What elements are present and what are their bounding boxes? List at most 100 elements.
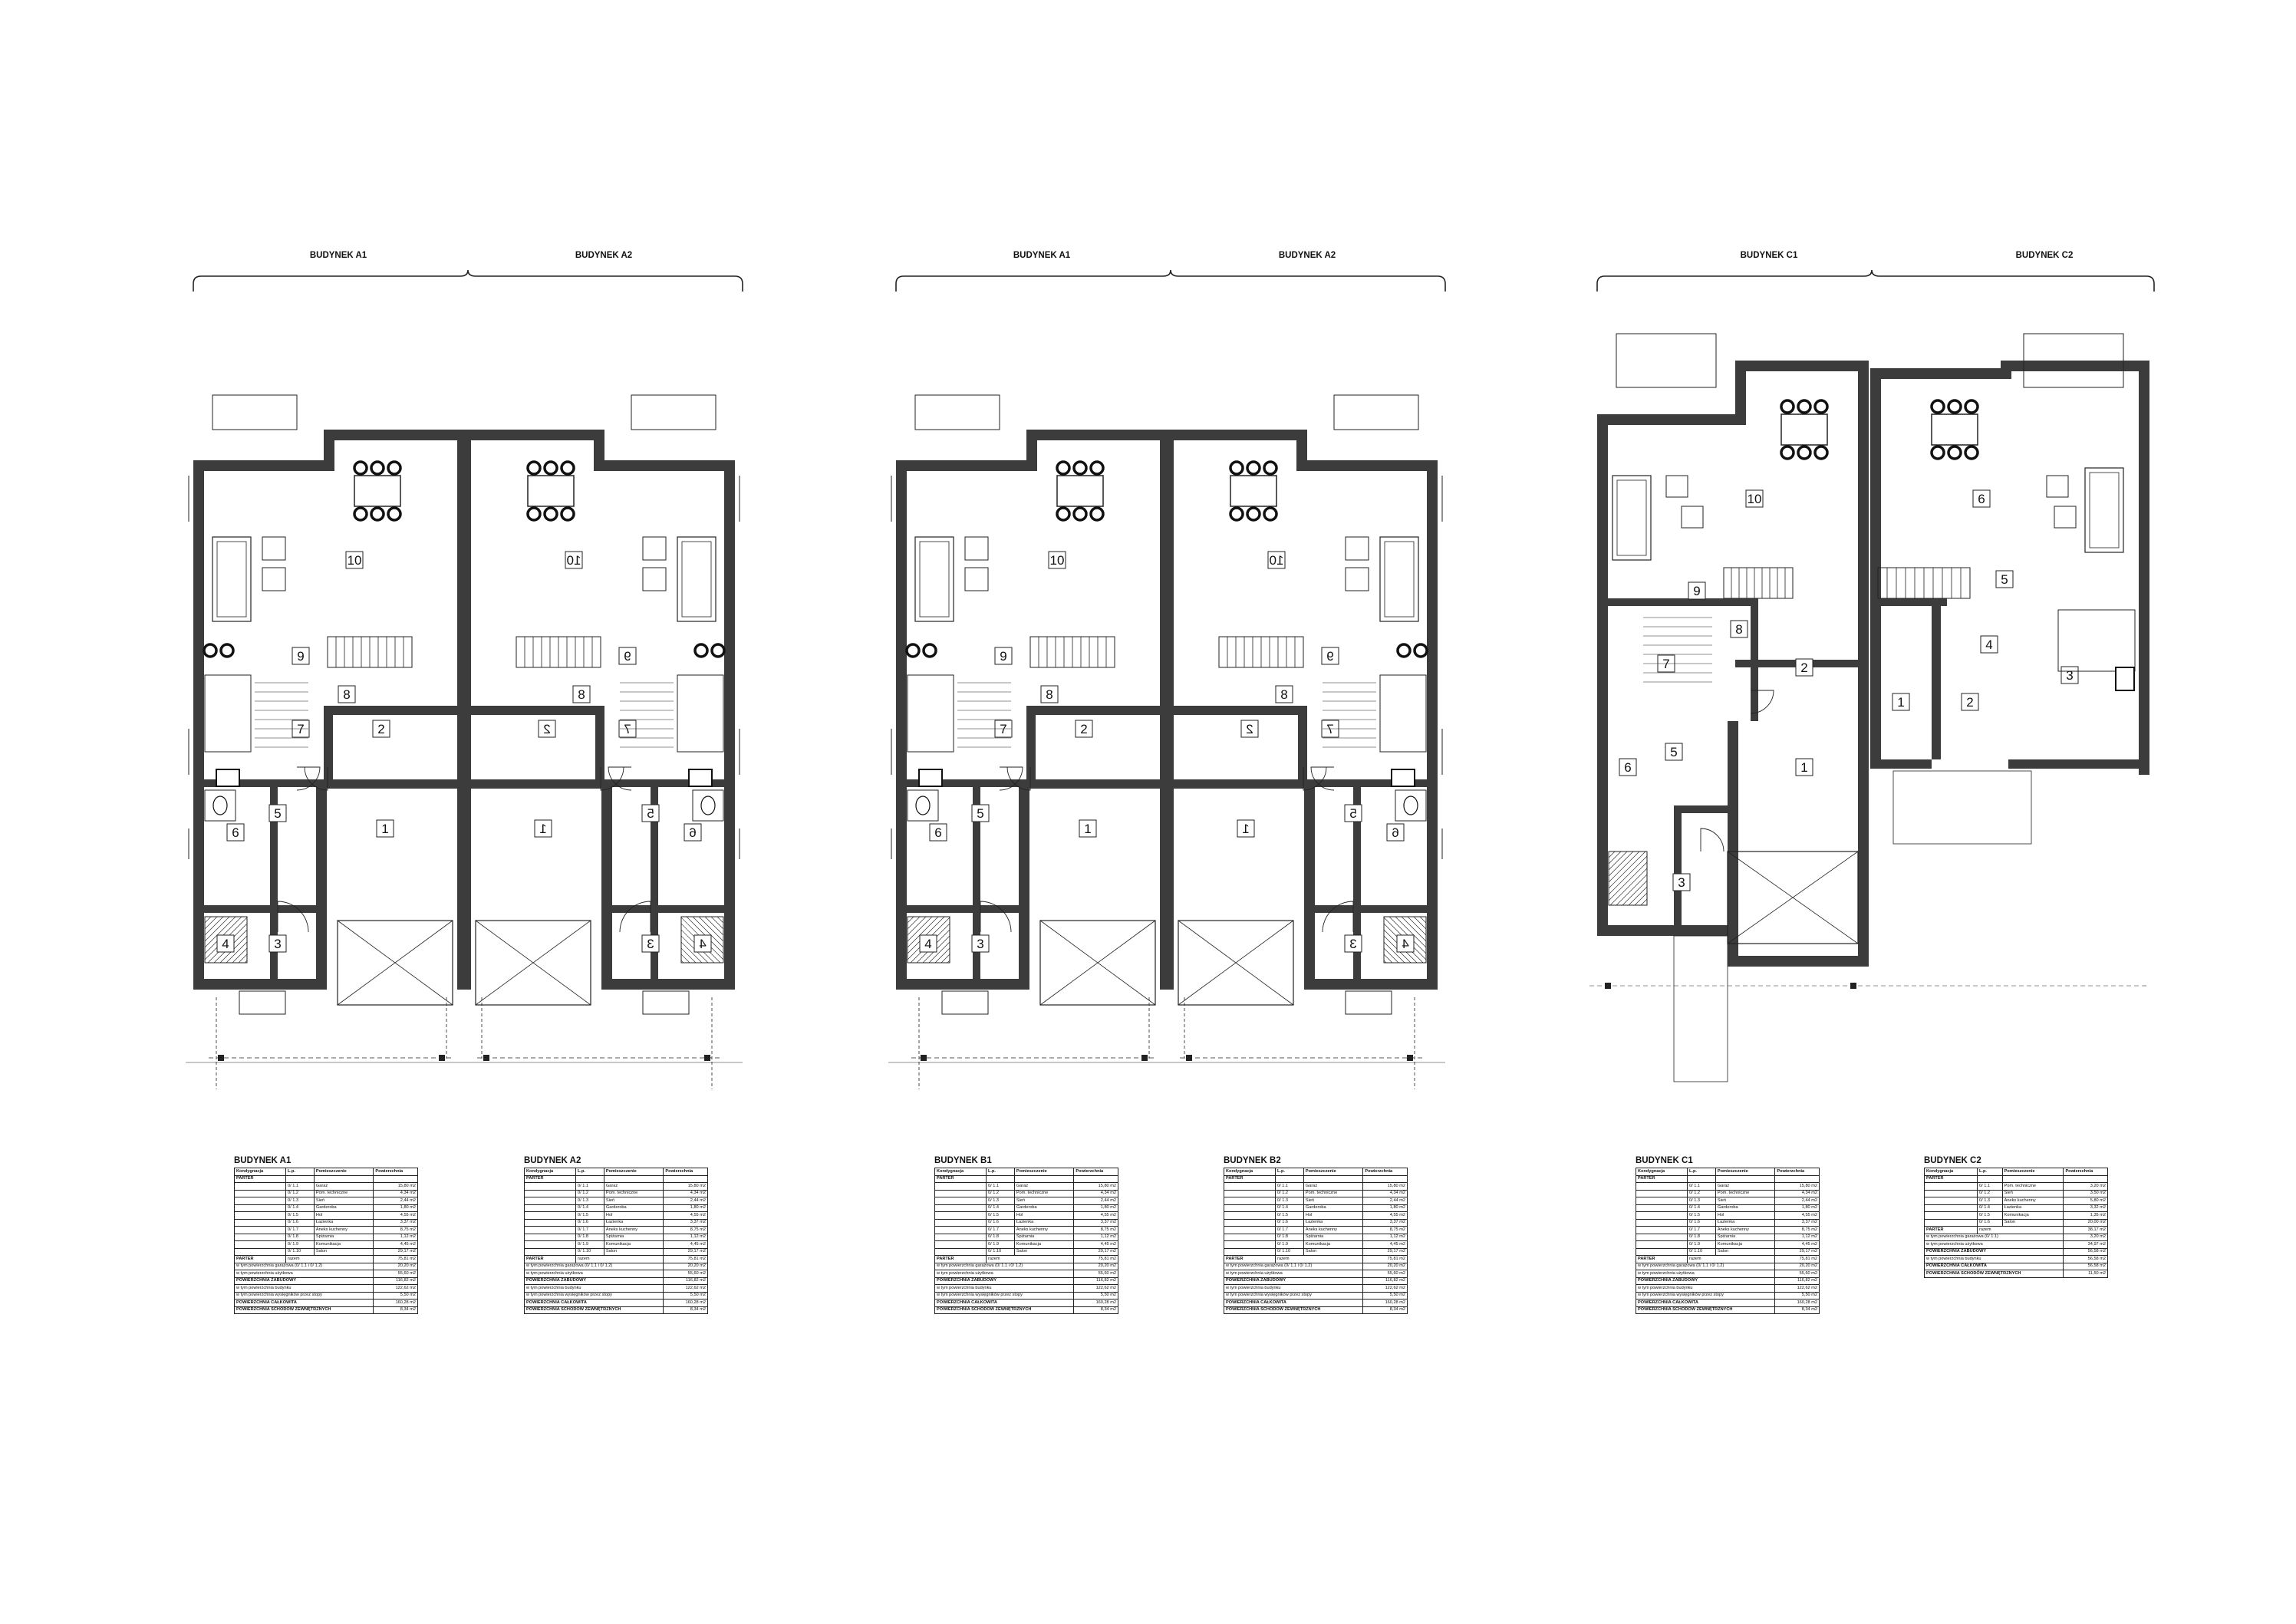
room-number-box: [1665, 743, 1683, 761]
area-table-cell: 122,62 m2: [1362, 1284, 1408, 1293]
area-table-cell: [1636, 1204, 1688, 1212]
room-number-box: [1795, 658, 1813, 677]
room-number: 2: [377, 722, 384, 736]
area-table-cell: 1,80 m2: [1774, 1204, 1820, 1212]
chair: [1947, 399, 1962, 414]
area-table-cell: 29,17 m2: [373, 1247, 418, 1256]
area-table-cell: 0/ 1.4: [1977, 1204, 2003, 1212]
chair: [1246, 460, 1261, 476]
chair: [526, 460, 542, 476]
door-swing: [980, 901, 1012, 933]
area-table-cell: 0/ 1.5: [986, 1211, 1015, 1220]
area-table-cell: 2,44 m2: [1774, 1197, 1820, 1205]
chair: [1413, 643, 1428, 658]
area-table-cell: [603, 1174, 664, 1183]
area-table-cell: Sień: [1013, 1197, 1075, 1205]
area-table-cell: [234, 1226, 286, 1234]
wall: [1307, 460, 1438, 471]
chair: [543, 460, 558, 476]
area-table-cell: PARTER: [1636, 1255, 1688, 1263]
area-table-cell: [1636, 1233, 1688, 1241]
area-table-cell: 5,80 m2: [2063, 1197, 2108, 1205]
area-table-cell: Powierzchnia: [1073, 1168, 1118, 1176]
cooktop: [1391, 769, 1415, 787]
plan-line: [1608, 851, 1616, 858]
room-number-box: [1040, 685, 1059, 703]
area-table-cell: [1224, 1197, 1276, 1205]
entrance-steps: [642, 990, 690, 1015]
area-table-cell: 15,80 m2: [1073, 1182, 1118, 1191]
room-number: 1: [1800, 760, 1807, 775]
door-swing: [277, 901, 309, 933]
area-table-cell: 3,37 m2: [1774, 1218, 1820, 1227]
door-swing: [1310, 766, 1335, 791]
armchair: [1345, 567, 1369, 591]
area-table-cell: L.p.: [1275, 1168, 1304, 1176]
chair: [905, 643, 921, 658]
area-table-cell: Łazienka: [1013, 1218, 1075, 1227]
area-table-cell: 8,34 m2: [1774, 1306, 1820, 1314]
area-table-cell: Sień: [1715, 1197, 1776, 1205]
area-table-cell: [1924, 1197, 1978, 1205]
wall: [604, 979, 735, 990]
wall: [973, 779, 980, 979]
area-table-cell: Hol: [313, 1211, 374, 1220]
toilet: [915, 796, 931, 815]
area-table-cell: 4,45 m2: [663, 1240, 708, 1249]
wall: [324, 706, 462, 715]
room-number: 1: [1084, 822, 1091, 836]
plan-line: [907, 916, 921, 930]
plan-line: [1634, 892, 1648, 906]
room-number: 3: [1678, 875, 1685, 890]
room-number-box: [1688, 581, 1706, 600]
area-table-cell: 4,55 m2: [1362, 1211, 1408, 1220]
area-table-cell: 0/ 1.6: [1275, 1218, 1304, 1227]
area-table-cell: 75,81 m2: [1073, 1255, 1118, 1263]
area-table-cell: Pom. techniczne: [2001, 1182, 2064, 1191]
area-table-cell: Spiżarnia: [603, 1233, 664, 1241]
area-table-cell: [934, 1211, 987, 1220]
door-swing: [1303, 766, 1327, 791]
area-table-cell: Garderoba: [603, 1204, 664, 1212]
room-number: 8: [1046, 687, 1052, 702]
room-number: 6: [1978, 492, 1985, 506]
door-swing: [619, 901, 651, 933]
area-table-cell: 8,75 m2: [663, 1226, 708, 1234]
area-table-cell: Komunikacja: [313, 1240, 374, 1249]
wall: [1597, 414, 1735, 425]
plan-line: [1727, 851, 1859, 944]
room-number-box: [338, 685, 356, 703]
area-table-cell: 0/ 1.5: [1687, 1211, 1716, 1220]
plan-line: [907, 916, 927, 936]
room-number: 1: [1897, 695, 1904, 710]
area-table-cell: 0/ 1.4: [1275, 1204, 1304, 1212]
area-table-cell: 20,00 m2: [2063, 1218, 2108, 1227]
garage-door-area: [1039, 920, 1156, 1006]
area-table-cell: 1,12 m2: [663, 1233, 708, 1241]
wall: [2139, 361, 2149, 775]
area-table-cell: PARTER: [524, 1255, 576, 1263]
room-number-box: [1237, 819, 1255, 838]
room-number-box: [534, 819, 552, 838]
wall: [1019, 779, 1164, 789]
room-number-box: [226, 823, 245, 842]
area-table-title: BUDYNEK C1: [1636, 1156, 1693, 1165]
area-table-cell: Spiżarnia: [1013, 1233, 1075, 1241]
area-table-cell: PARTER: [934, 1174, 987, 1183]
area-table-row: PARTER: [1924, 1174, 2108, 1183]
area-table-cell: Komunikacja: [1013, 1240, 1075, 1249]
area-table-cell: POWIERZCHNIA SCHODÓW ZEWNĘTRZNYCH: [934, 1306, 1075, 1314]
area-table-cell: [524, 1226, 576, 1234]
armchair: [964, 567, 989, 591]
